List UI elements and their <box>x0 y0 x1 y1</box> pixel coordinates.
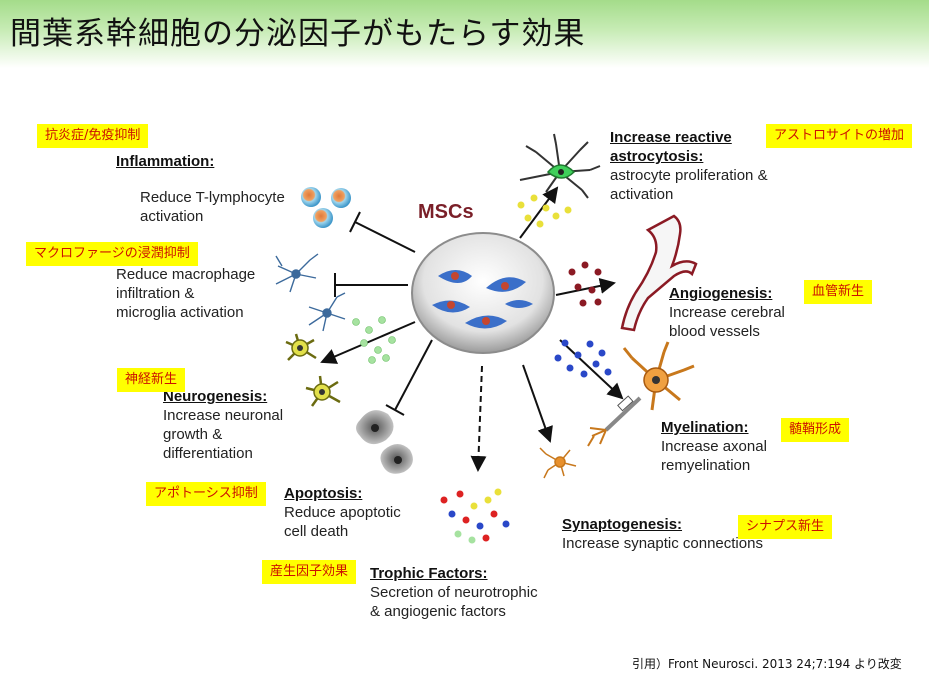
astrocytosis-label: Increase reactive astrocytosis: astrocyt… <box>610 128 800 204</box>
secreted-dots-blue <box>554 339 612 378</box>
astrocytosis-heading: Increase reactive astrocytosis: <box>610 129 732 165</box>
secreted-dots-red <box>568 261 602 307</box>
neurogenesis-text: Increase neuronal growth & differentiati… <box>163 407 284 462</box>
synaptogenesis-label: Synaptogenesis: Increase synaptic connec… <box>562 515 792 553</box>
connectors <box>320 186 624 472</box>
jp-label-trophic: 産生因子効果 <box>262 560 357 584</box>
jp-label-synaptogenesis: シナプス新生 <box>738 515 833 539</box>
angiogenesis-label: Angiogenesis: Increase cerebral blood ve… <box>669 284 809 341</box>
astrocytosis-text: astrocyte proliferation & activation <box>610 167 768 203</box>
neurogenesis-label: Neurogenesis: Increase neuronal growth &… <box>163 387 313 463</box>
apoptosis-heading: Apoptosis: <box>284 485 363 502</box>
myelination-label: Myelination: Increase axonal remyelinati… <box>661 418 801 475</box>
mscs-dish <box>411 232 555 354</box>
synapse-neuron-icon <box>539 447 577 479</box>
secreted-dots-yellow <box>517 194 572 228</box>
astrocyte-icon <box>519 133 601 199</box>
inflammation-label: Inflammation: Reduce T-lymphocyte activa… <box>116 152 316 226</box>
myelination-heading: Myelination: <box>661 419 749 436</box>
title-bar <box>0 0 929 68</box>
jp-label-inflammation: 抗炎症/免疫抑制 <box>37 124 149 148</box>
blood-vessel-icon <box>620 214 698 332</box>
synaptogenesis-heading: Synaptogenesis: <box>562 516 683 533</box>
secreted-dots-green <box>352 316 396 364</box>
t-lymphocyte-icon <box>301 187 351 228</box>
jp-label-myelination: 髄鞘形成 <box>781 418 850 442</box>
angiogenesis-heading: Angiogenesis: <box>669 285 773 302</box>
trophic-factor-dots-icon <box>440 488 510 544</box>
neuron-icon <box>285 333 341 407</box>
page-title: 間葉系幹細胞の分泌因子がもたらす効果 <box>10 16 586 52</box>
jp-label-neurogenesis: 神経新生 <box>117 368 186 392</box>
trophic-heading: Trophic Factors: <box>370 565 488 582</box>
inflammation-text: Reduce T-lymphocyte activation <box>140 189 285 225</box>
oligodendrocyte-icon <box>587 341 695 447</box>
inflammation-heading: Inflammation: <box>116 153 215 170</box>
macrophage-text: Reduce macrophage infiltration & microgl… <box>116 266 256 321</box>
apoptosis-text: Reduce apoptotic cell death <box>284 504 401 540</box>
angiogenesis-text: Increase cerebral blood vessels <box>669 304 785 340</box>
apoptosis-label: Apoptosis: Reduce apoptotic cell death <box>284 484 434 541</box>
jp-label-apoptosis: アポトーシス抑制 <box>146 482 266 506</box>
trophic-label: Trophic Factors: Secretion of neurotroph… <box>370 564 570 621</box>
apoptotic-cell-icon <box>356 410 413 474</box>
jp-label-astrocytosis: アストロサイトの増加 <box>766 124 913 148</box>
neurogenesis-heading: Neurogenesis: <box>163 388 268 405</box>
myelination-text: Increase axonal remyelination <box>661 438 767 474</box>
mscs-label: MSCs <box>418 201 474 223</box>
microglia-icon <box>275 253 346 332</box>
synaptogenesis-text: Increase synaptic connections <box>562 535 763 552</box>
trophic-text: Secretion of neurotrophic & angiogenic f… <box>370 584 538 620</box>
jp-label-macrophage: マクロファージの浸潤抑制 <box>26 242 198 266</box>
citation: 引用）Front Neurosci. 2013 24;7:194 より改変 <box>632 657 902 671</box>
jp-label-angiogenesis: 血管新生 <box>804 280 873 304</box>
